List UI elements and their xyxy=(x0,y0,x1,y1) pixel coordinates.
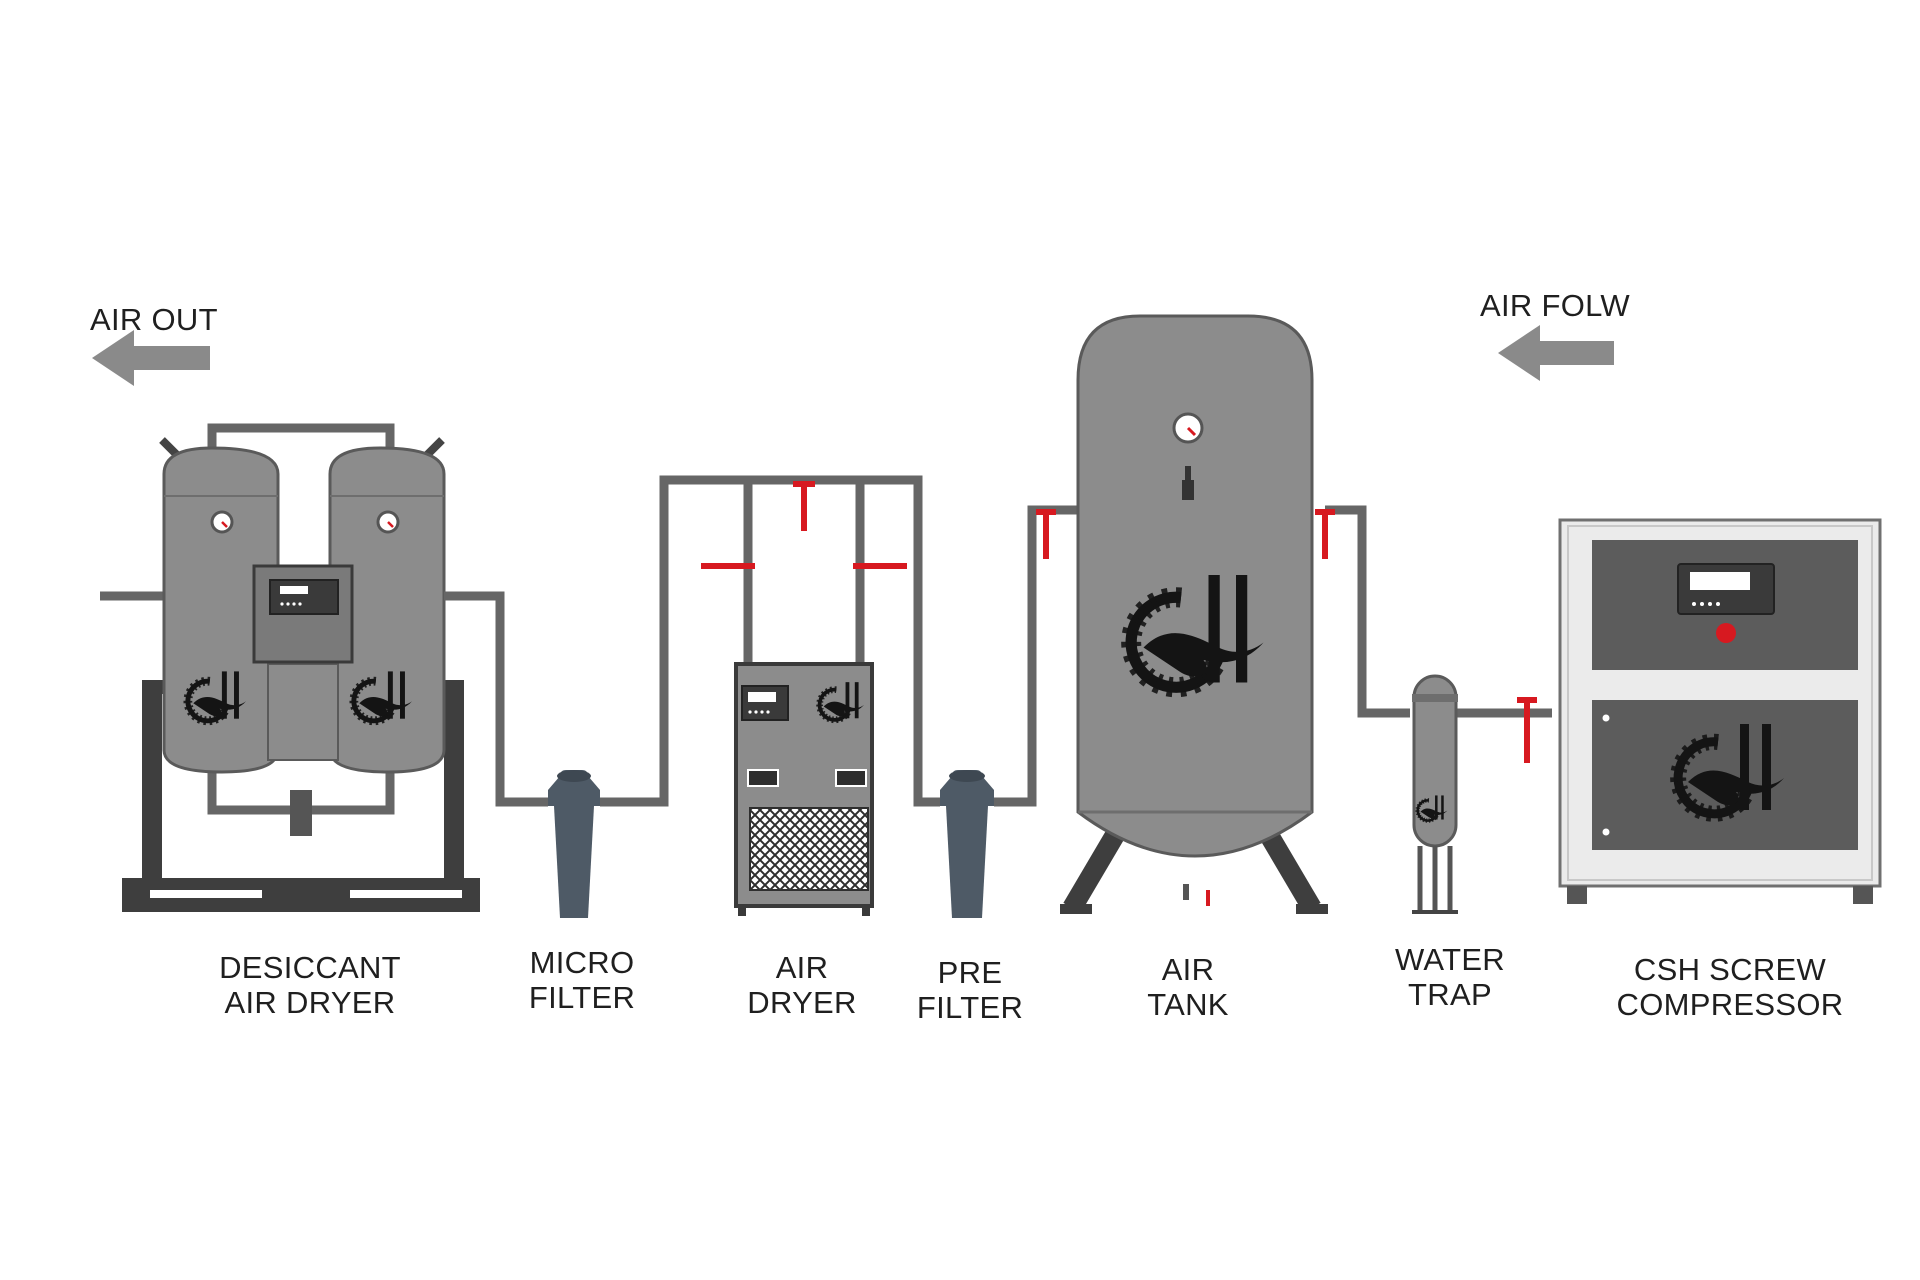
isolation-valves xyxy=(701,481,1537,763)
water-trap-label: WATER TRAP xyxy=(1395,942,1505,1012)
desiccant-air-dryer-label: DESICCANT AIR DRYER xyxy=(219,950,401,1020)
desiccant-dryer-unit xyxy=(100,423,480,912)
air-tank-label: AIR TANK xyxy=(1147,952,1229,1022)
water-trap-unit xyxy=(1412,674,1458,914)
air-dryer-label: AIR DRYER xyxy=(747,950,857,1020)
pipe-microfilter-to-desiccant xyxy=(448,591,548,807)
air-dryer-unit xyxy=(734,662,874,916)
micro-filter-label: MICRO FILTER xyxy=(528,945,636,1015)
pipe-tank-to-prefilter xyxy=(994,505,1078,807)
screw-compressor-unit xyxy=(1558,518,1882,904)
pipe-prefilter-to-microfilter xyxy=(600,475,940,807)
air-tank-unit xyxy=(1060,314,1328,914)
emergency-stop-button xyxy=(1716,623,1736,643)
air-out-label: AIR OUT xyxy=(90,302,218,337)
pre-filter-unit xyxy=(940,770,994,918)
air-flow-label: AIR FOLW xyxy=(1480,288,1630,323)
pressure-gauge-icon xyxy=(1172,412,1204,444)
dryer-controller xyxy=(741,685,789,721)
screw-compressor-label: CSH SCREW COMPRESSOR xyxy=(1616,952,1844,1022)
pipe-network xyxy=(448,475,1552,807)
pressure-gauge-icon xyxy=(210,510,234,534)
micro-filter-unit xyxy=(548,770,600,918)
pipe-trap-to-tank xyxy=(1325,505,1410,718)
air-flow-arrow-icon xyxy=(1498,325,1614,381)
pre-filter-label: PRE FILTER xyxy=(916,955,1024,1025)
air-out-arrow-icon xyxy=(92,330,210,386)
pressure-gauge-icon xyxy=(376,510,400,534)
